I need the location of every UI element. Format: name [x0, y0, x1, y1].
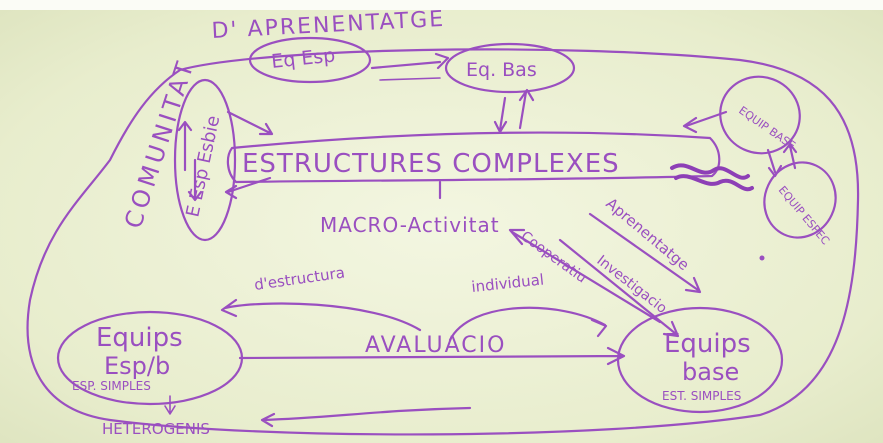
top-right-oval-label: Eq. Bas [466, 59, 537, 81]
evaluation-label: AVALUACIO [365, 333, 506, 358]
arc-right [448, 306, 608, 342]
arrows-right-ovals [766, 142, 798, 178]
arrow-left-oval-to-box [226, 110, 274, 136]
arrow-right-oval-to-box [682, 110, 728, 134]
center-box-label: ESTRUCTURES COMPLEXES [242, 149, 620, 179]
hetero-link-line [260, 406, 472, 428]
paper-sheet [0, 8, 883, 443]
macro-label: MACRO-Activitat [320, 213, 500, 237]
outer-loop [26, 48, 860, 436]
center-box [226, 131, 721, 184]
bottom-left-oval-line1: Equips [96, 323, 183, 353]
right-bottom-oval [763, 161, 837, 239]
left-oval [173, 78, 237, 242]
arrow-top-oval-link [370, 52, 450, 70]
arrow-diagonal-1 [588, 212, 702, 294]
arrow-to-hetero [164, 395, 176, 415]
arrow-box-to-left-oval [224, 176, 272, 200]
bottom-left-oval-line2: Esp/b [104, 352, 170, 380]
bottom-right-oval-sub: EST. SIMPLES [662, 389, 741, 403]
arrow-diagonal-3 [558, 238, 680, 338]
arc-left [220, 298, 422, 332]
paper-top-edge [0, 0, 883, 10]
bottom-right-oval-line2: base [682, 358, 739, 386]
bottom-right-oval-line1: Equips [664, 329, 751, 359]
ink-dot [759, 255, 765, 261]
scribble-mark [670, 163, 754, 192]
top-right-oval [444, 42, 576, 94]
left-oval-arrows [177, 120, 203, 202]
bottom-left-oval [56, 310, 244, 406]
bottom-right-oval [616, 306, 784, 414]
arrows-box-to-top [493, 88, 535, 134]
top-left-oval [248, 36, 372, 84]
arrow-diagonal-2 [508, 228, 662, 324]
arrow-top-oval-link-2 [379, 77, 441, 81]
right-top-oval [719, 75, 801, 155]
evaluation-arrow [238, 346, 626, 366]
bottom-left-oval-sub: ESP. SIMPLES [72, 379, 151, 393]
hetero-label: HETEROGENIS [102, 420, 210, 438]
